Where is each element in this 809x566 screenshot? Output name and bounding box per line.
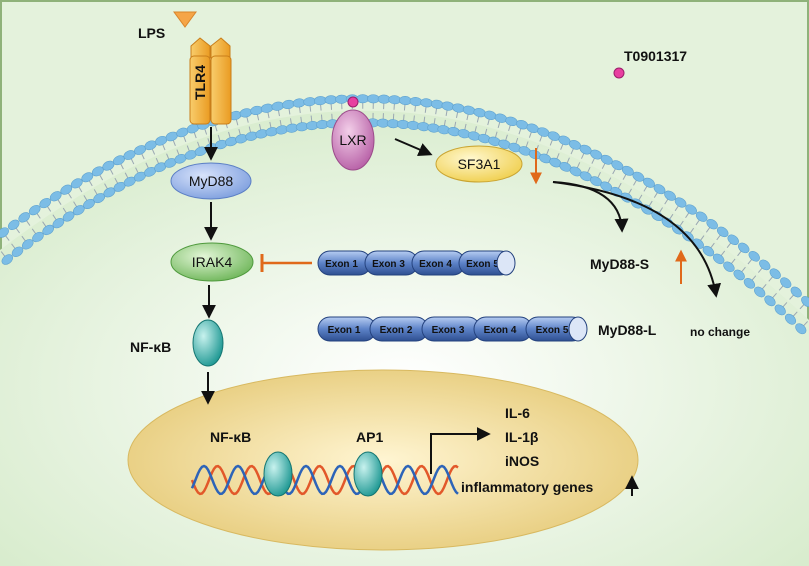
lipid-head [716,226,729,238]
no-change-label: no change [690,325,750,339]
lipid-head [1,254,14,265]
myd88-l-transcript: Exon 1 Exon 2 Exon 3 Exon 4 Exon 5 [317,316,588,342]
lipid-head [685,204,697,215]
lps-label: LPS [138,25,165,41]
inflammatory-genes-label: inflammatory genes [461,479,593,495]
exon-label: Exon 1 [325,259,358,270]
lipid-head [0,227,9,238]
myd88-s-transcript: Exon 1 Exon 3 Exon 4 Exon 5 [317,250,516,276]
sf3a1-node [435,145,523,183]
dna-double-helix [190,464,459,496]
lxr-node [331,109,375,171]
lipid-head [748,250,760,262]
lipid-head [28,204,41,216]
lipid-head [377,94,391,104]
lipid-head [653,184,666,195]
lipid-head [49,191,62,202]
myd88-label: MyD88 [189,173,234,189]
lipid-head [784,313,797,325]
irak4-node [170,242,254,282]
gene-il6: IL-6 [505,405,530,421]
lipid-head [795,323,807,335]
lipid-head [738,242,750,254]
myd88-l-label: MyD88-L [598,322,657,338]
myd88-s-label: MyD88-S [590,256,649,272]
sf3a1-label: SF3A1 [458,156,501,172]
transcript-end-cap [568,316,588,342]
lipid-head [754,286,766,298]
lipid-head [695,211,708,222]
lipid-head [367,94,380,104]
tlr4-label: TLR4 [192,65,208,100]
lxr-ligand-icon [347,96,359,108]
lipid-head [733,269,745,281]
pathway-arrows [201,127,722,496]
irak4-label: IRAK4 [192,254,233,270]
ap1-label: AP1 [356,429,383,445]
lipid-head [774,304,786,316]
lipid-head [11,246,24,258]
dna-strand-red [190,464,459,496]
lipid-head [727,234,739,246]
arrow-transcription [430,427,491,474]
lipid-head [356,94,370,104]
exon-label: Exon 1 [328,325,361,336]
transcript-end-cap [496,250,516,276]
exon-label: Exon 4 [419,259,452,270]
lipid-head [780,277,792,289]
arrow-sf3a1-nochange [552,181,722,298]
exon-label: Exon 5 [536,325,569,336]
gene-il1b: IL-1β [505,429,539,445]
lipid-head [702,245,715,257]
lipid-head [674,197,687,208]
lipid-head [723,261,735,273]
lipid-head [22,239,34,250]
nfkb-nuclear-node [263,451,293,497]
t0901317-label: T0901317 [624,48,687,64]
lipid-head [7,219,20,231]
nfkb-cyto-node [192,319,224,367]
lxr-label: LXR [339,132,366,148]
exon-label: Exon 4 [484,325,517,336]
nfkb-cyto-label: NF-κB [130,339,171,355]
lipid-head [18,212,30,223]
exon-label: Exon 5 [466,259,499,270]
lipid-head [39,197,52,209]
lipid-head [769,268,781,280]
lipid-head [801,296,809,307]
lps-triangle-icon [173,11,197,28]
exon-label: Exon 3 [432,325,465,336]
lipid-head [664,190,676,201]
arrow-lxr-sf3a1 [394,138,433,157]
exon-label: Exon 2 [380,325,413,336]
nucleus [127,369,639,551]
lipid-head [32,231,44,243]
lipid-head [764,295,776,307]
tlr4-receptor [189,37,232,125]
ap1-node [353,451,383,497]
lipid-head [743,278,756,289]
lipid-head [335,94,348,104]
lipid-head [712,253,725,265]
gene-inos: iNOS [505,453,539,469]
lipid-head [759,259,771,271]
lipid-head [706,218,718,230]
exon-label: Exon 3 [372,259,405,270]
t0901317-ligand-icon [613,67,625,79]
myd88-node [170,162,252,200]
dna-strand-blue [190,464,459,496]
nfkb-nuclear-label: NF-κB [210,429,251,445]
lipid-head [790,286,802,298]
